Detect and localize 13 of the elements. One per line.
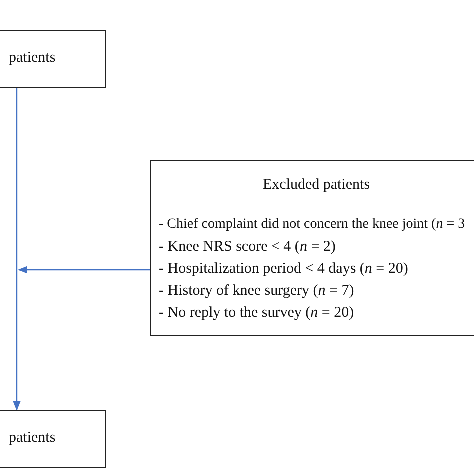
- box-label: patients: [9, 50, 56, 67]
- process-box: [0, 30, 106, 88]
- arrow: [18, 266, 150, 274]
- exclusion-item: - No reply to the survey (n = 20): [159, 305, 354, 322]
- exclusion-box: [150, 160, 474, 336]
- exclusion-item: - History of knee surgery (n = 7): [159, 283, 354, 300]
- exclusion-item: - Chief complaint did not concern the knee joint (n = 3: [159, 217, 466, 233]
- box-label: patients: [9, 430, 56, 447]
- exclusion-item: - Knee NRS score < 4 (n = 2): [159, 239, 336, 256]
- box-heading: Excluded patients: [263, 177, 370, 194]
- arrow: [13, 88, 21, 411]
- exclusion-item: - Hospitalization period < 4 days (n = 20): [159, 261, 408, 278]
- process-box: [0, 410, 106, 468]
